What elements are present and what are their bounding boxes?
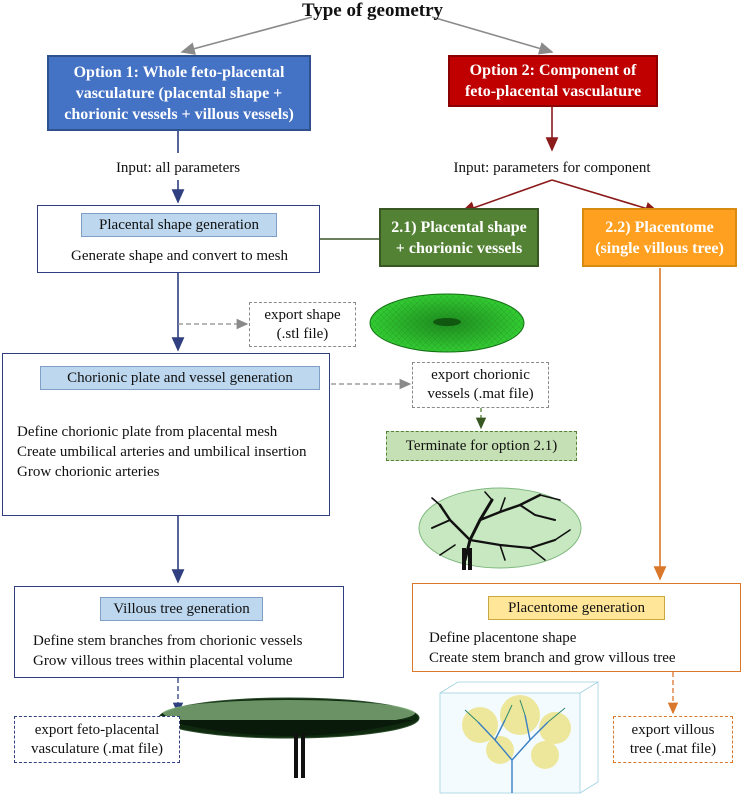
option2-line1: Option 2: Component of [469,62,637,79]
villous-step-1: Define stem branches from chorionic vess… [33,633,303,649]
export-chorionic-box: export chorionic vessels (.mat file) [412,362,549,408]
export-feto-box: export feto-placental vasculature (.mat … [14,716,180,763]
export-chorionic-line2: vessels (.mat file) [427,386,534,402]
option2-2-line2: (single villous tree) [595,239,724,257]
export-chorionic-line1: export chorionic [431,367,530,383]
export-villous-box: export villous tree (.mat file) [613,716,733,763]
villous-step-2: Grow villous trees within placental volu… [33,653,293,669]
diagram-title: Type of geometry [301,0,444,21]
placental-mesh-image [369,293,525,353]
option1-box: Option 1: Whole feto-placental vasculatu… [47,55,311,131]
arrow-input-to-2-1 [460,179,553,214]
option2-2-box: 2.2) Placentome (single villous tree) [582,208,737,267]
placentome-generation-steps: Define placentone shape Create stem bran… [429,628,739,668]
option2-1-line1: 2.1) Placental shape [391,218,527,236]
villous-tree-cube-image [439,681,600,794]
export-villous-line1: export villous [631,721,715,738]
option1-line3: chorionic vessels + villous vessels) [64,105,294,123]
arrow-title-to-option1 [180,16,313,55]
shape-generation-box: Placental shape generation Generate shap… [37,205,320,273]
shape-generation-text: Generate shape and convert to mesh [71,248,288,264]
chorionic-generation-box: Chorionic plate and vessel generation De… [2,353,330,516]
option2-1-line2: + chorionic vessels [395,239,523,257]
chorionic-generation-steps: Define chorionic plate from placental me… [17,422,329,482]
placentome-generation-label: Placentome generation [488,596,665,620]
villous-generation-label: Villous tree generation [100,597,263,621]
chorionic-step-3: Grow chorionic arteries [17,464,160,480]
placentome-step-1: Define placentone shape [429,630,577,646]
arrow-title-to-option2 [431,16,554,55]
chorionic-tree-image [418,487,582,570]
option1-line1: Option 1: Whole feto-placental [73,63,285,81]
export-feto-line2: vasculature (.mat file) [30,740,164,757]
terminate-box: Terminate for option 2.1) [386,431,577,461]
option1-line2: vasculature (placental shape + [75,84,283,102]
villous-generation-box: Villous tree generation Define stem bran… [14,586,344,678]
export-feto-line1: export feto-placental [34,721,160,738]
placentome-step-2: Create stem branch and grow villous tree [429,650,676,666]
arrow-input-to-2-2 [551,179,660,215]
export-shape-box: export shape (.stl file) [249,302,356,347]
shape-generation-label: Placental shape generation [81,213,277,237]
option2-box: Option 2: Component of feto-placental va… [448,55,658,107]
option2-line2: feto-placental vasculature [464,83,642,100]
villous-generation-steps: Define stem branches from chorionic vess… [33,631,343,671]
chorionic-step-2: Create umbilical arteries and umbilical … [17,444,307,460]
option2-2-line1: 2.2) Placentome [605,218,714,236]
export-shape-line1: export shape [264,306,341,323]
input-component-text: Input: parameters for component [453,160,651,176]
option2-1-box: 2.1) Placental shape + chorionic vessels [379,208,539,267]
feto-placental-canopy-image [158,697,420,778]
input-all-text: Input: all parameters [115,160,241,176]
chorionic-generation-label: Chorionic plate and vessel generation [40,366,320,390]
placentome-generation-box: Placentome generation Define placentone … [412,583,741,672]
export-shape-line2: (.stl file) [276,325,329,342]
chorionic-step-1: Define chorionic plate from placental me… [17,424,278,440]
export-villous-line2: tree (.mat file) [629,740,717,757]
